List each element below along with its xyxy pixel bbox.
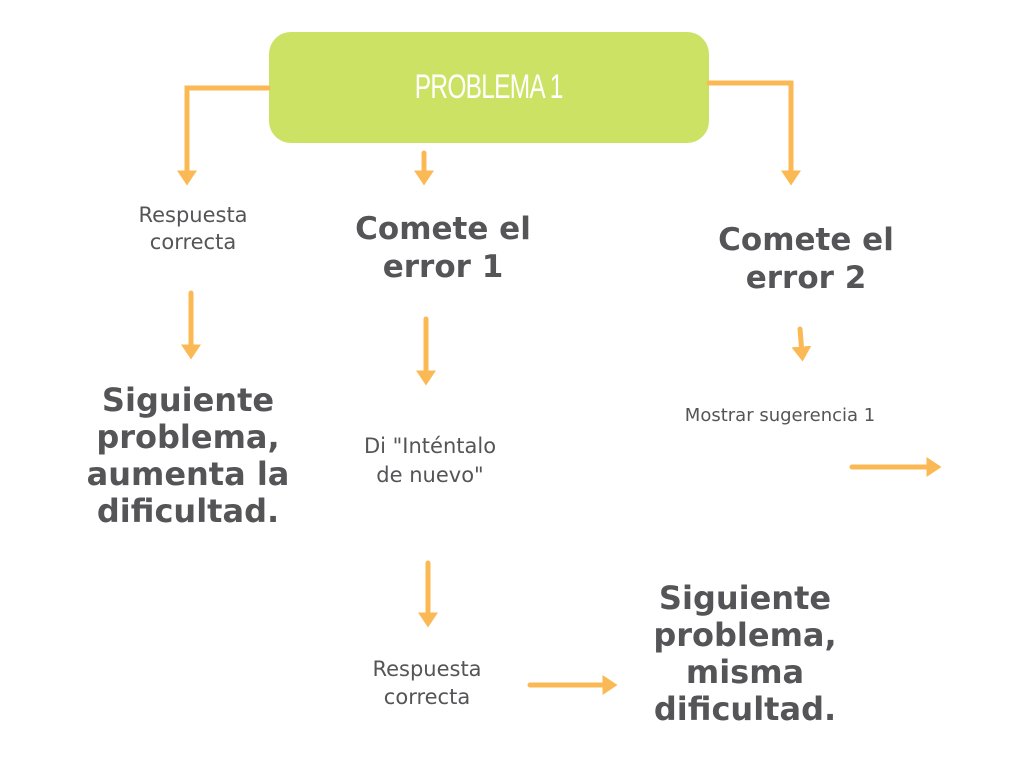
arrow-to-correct [177, 85, 271, 186]
arrow-to-hint [791, 326, 812, 362]
correct-answer-label: Respuesta correcta [138, 203, 248, 254]
error2-label: Comete el error 2 [718, 222, 894, 296]
next-problem-same: Siguiente problema, misma dificultad. [653, 579, 837, 728]
arrow-to-error2 [706, 80, 801, 186]
error1-label: Comete el error 1 [355, 211, 531, 285]
problem-1-label: PROBLEMA 1 [415, 68, 564, 106]
try-again-action: Di "Inténtalo de nuevo" [363, 434, 497, 487]
next-problem-harder: Siguiente problema, aumenta la dificulta… [86, 381, 290, 530]
hint-action: Mostrar sugerencia 1 [684, 405, 876, 426]
correct-answer-2-label: Respuesta correcta [372, 657, 482, 709]
problem-1-node: PROBLEMA 1 [269, 32, 709, 143]
